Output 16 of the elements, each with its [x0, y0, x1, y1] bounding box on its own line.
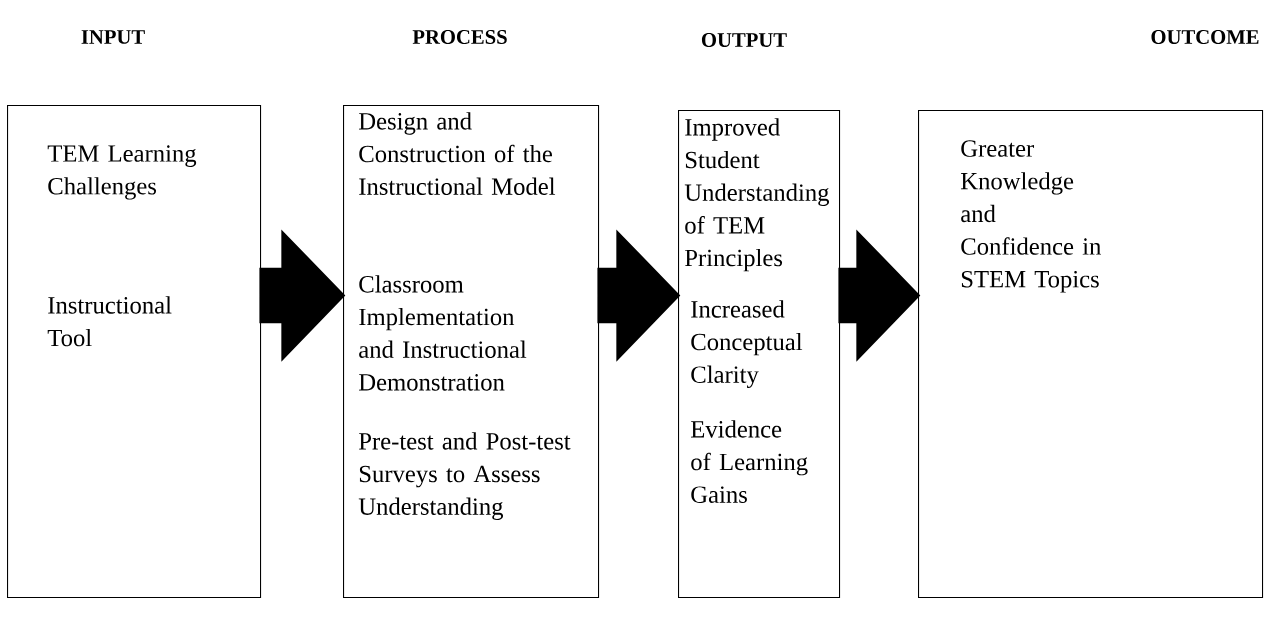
block-arrow: [259, 229, 346, 362]
block-arrow: [597, 229, 681, 362]
box-text: Instructional Tool: [47, 296, 172, 347]
column-heading: PROCESS: [412, 30, 507, 44]
box-text: Improved Student Understanding of TEM Principles: [684, 118, 830, 272]
box-text: Greater Knowledge and Confidence in STEM Topics: [961, 140, 1101, 293]
block-arrow: [838, 229, 921, 362]
box-text: TEM Learning Challenges: [47, 145, 197, 200]
box-text: Design and Construction of the Instructional Model: [359, 112, 556, 195]
box-text: Evidence of Learning Gains: [691, 420, 808, 503]
column-heading: OUTCOME: [1151, 30, 1259, 44]
box-text: Pre-test and Post-test Surveys to Assess Understanding: [358, 432, 571, 521]
column-heading: INPUT: [81, 30, 145, 44]
column-heading: OUTPUT: [701, 33, 787, 47]
box-text: Increased Conceptual Clarity: [691, 300, 803, 389]
box-text: Classroom Implementation and Instructional Demonstration: [359, 275, 527, 391]
